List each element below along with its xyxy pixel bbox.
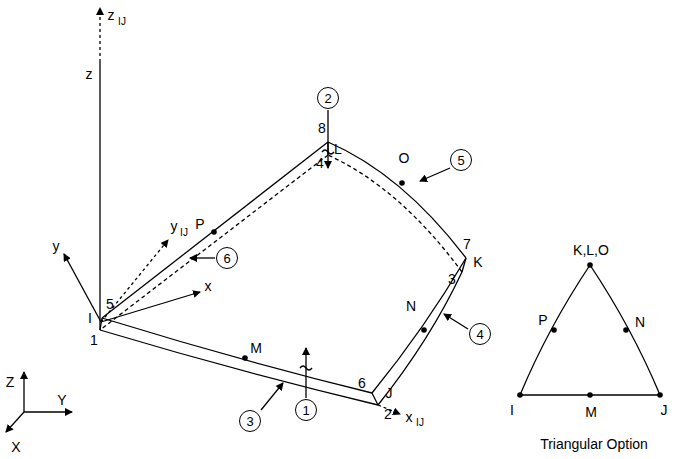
midside-node — [399, 180, 405, 186]
global-x-arrow — [6, 412, 24, 432]
corner-node — [517, 392, 523, 398]
figure-label: P — [195, 217, 204, 231]
edge-1-2 — [100, 330, 378, 405]
thickness-edge — [462, 258, 466, 272]
figure-label: N — [635, 315, 645, 329]
figure-label: z — [108, 8, 115, 22]
figure-label: z — [86, 67, 93, 81]
figure-label: M — [250, 341, 262, 355]
edge-2-3 — [378, 272, 462, 405]
callout-number: 4 — [476, 328, 483, 341]
callout-number: 5 — [457, 154, 464, 167]
figure-label: O — [399, 151, 410, 165]
figure-label: P — [538, 313, 547, 327]
midside-node — [551, 327, 557, 333]
figure-label: y — [171, 219, 178, 233]
callout-circle: 6 — [216, 247, 238, 269]
x-axis — [101, 292, 200, 322]
figure-label: 1 — [90, 333, 98, 347]
callout-circle: 2 — [317, 87, 339, 109]
midside-node — [242, 355, 248, 361]
leader-arrow — [327, 110, 328, 168]
leader-arrow — [305, 348, 306, 398]
callout-number: 2 — [324, 92, 331, 105]
callout-number: 6 — [223, 252, 230, 265]
figure-label: M — [585, 405, 597, 419]
corner-node — [657, 392, 663, 398]
figure-label: 3 — [448, 272, 456, 286]
figure-label: L — [334, 142, 342, 156]
edge-4-1 — [100, 155, 328, 330]
figure-label: 7 — [463, 237, 471, 251]
callout-circle: 4 — [469, 323, 491, 345]
axis-subscript: IJ — [118, 17, 126, 27]
edge-7-8 — [328, 142, 466, 258]
figure-label: 8 — [318, 121, 326, 135]
z-ij-axis — [99, 8, 100, 62]
figure-label: Z — [6, 375, 15, 389]
figure-label: I — [510, 403, 514, 417]
figure-label: I — [88, 311, 92, 325]
leader-arrow — [420, 168, 450, 181]
z-axis — [99, 62, 100, 330]
leader-arrow — [261, 383, 283, 410]
y-ij-axis — [101, 240, 168, 322]
y-axis — [64, 254, 101, 322]
midside-node — [623, 327, 629, 333]
figure-label: x — [406, 410, 413, 424]
figure-label: 2 — [384, 407, 392, 421]
edge-6-7 — [372, 258, 466, 393]
figure-label: y — [53, 239, 60, 253]
midside-node — [587, 392, 593, 398]
figure-label: K — [473, 255, 482, 269]
callout-circle: 3 — [239, 410, 261, 432]
callout-number: 1 — [302, 404, 309, 417]
figure-label: Triangular Option — [540, 437, 648, 451]
midside-node — [421, 327, 427, 333]
corner-node — [587, 262, 593, 268]
triangle-edge — [520, 265, 590, 395]
leader-arrow — [444, 314, 468, 329]
figure-label: J — [386, 386, 393, 400]
global-y-arrow — [24, 411, 72, 412]
callout-circle: 1 — [295, 399, 317, 421]
figure-label: X — [11, 440, 20, 454]
figure-label: Y — [57, 393, 66, 407]
leader-arrow — [190, 257, 215, 258]
figure-label: 5 — [106, 297, 114, 311]
edge-8-5 — [102, 142, 328, 318]
figure-label: K,L,O — [573, 243, 609, 257]
figure-label: x — [205, 279, 212, 293]
figure-label: J — [661, 403, 668, 417]
axis-subscript: IJ — [416, 418, 424, 428]
figure-label: 6 — [358, 376, 366, 390]
global-z-arrow — [23, 372, 24, 412]
thickness-edge — [372, 393, 378, 405]
triangle-edge — [590, 265, 660, 395]
figure-label: 4 — [316, 156, 324, 170]
axis-subscript: IJ — [180, 228, 188, 238]
pressure-symbol — [300, 366, 312, 370]
pressure-symbol — [322, 150, 334, 154]
callout-circle: 5 — [450, 149, 472, 171]
edge-3-4 — [328, 155, 462, 272]
figure-label: N — [406, 299, 416, 313]
callout-number: 3 — [246, 415, 253, 428]
edge-5-6 — [102, 318, 372, 393]
midside-node — [211, 229, 217, 235]
